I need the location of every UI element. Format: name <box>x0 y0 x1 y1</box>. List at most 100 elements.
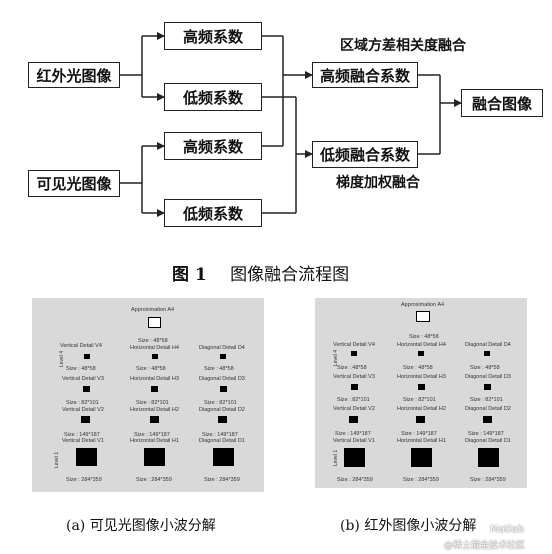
horizontal-title-3: Horizontal Detail H3 <box>397 374 446 380</box>
vertical-title-3: Vertical Detail V3 <box>333 374 375 380</box>
size-label-2a: Size : 149*187 <box>335 431 371 437</box>
vertical-title-2: Vertical Detail V2 <box>333 406 375 412</box>
size-label-1b: Size : 284*359 <box>403 477 439 483</box>
fused-image-box: 融合图像 <box>461 89 543 117</box>
vertical-image-1 <box>76 448 97 466</box>
vertical-image-4 <box>351 351 357 356</box>
high-fusion-rule-label: 区域方差相关度融合 <box>340 38 466 54</box>
size-label-1c: Size : 284*359 <box>204 477 240 483</box>
watermark-line2: @稀土掘金技术社区 <box>444 541 526 551</box>
horizontal-title-1: Horizontal Detail H1 <box>397 438 446 444</box>
figure-number: 图 1 <box>172 265 207 285</box>
diagonal-image-2 <box>483 416 492 423</box>
diagonal-image-3 <box>220 386 227 392</box>
diagonal-image-1 <box>213 448 234 466</box>
approx-title: Approximation A4 <box>131 307 175 313</box>
horizontal-image-1 <box>144 448 165 466</box>
high-coef-box-ir: 高频系数 <box>164 22 262 50</box>
vertical-title-3: Vertical Detail V3 <box>62 376 104 382</box>
diagonal-image-4 <box>484 351 490 356</box>
size-label-2b: Size : 149*187 <box>134 432 170 438</box>
approx-image <box>416 311 430 322</box>
level-label-1: Level 1 <box>333 449 339 466</box>
level-label-4: Level 4 <box>59 350 65 367</box>
subcaption-b: (b) 红外图像小波分解 <box>340 518 477 534</box>
horizontal-title-2: Horizontal Detail H2 <box>397 406 446 412</box>
watermark-line1: Matlab <box>490 524 524 535</box>
size-label-1b: Size : 284*359 <box>136 477 172 483</box>
size-label-4a: Size : 48*58 <box>66 366 96 372</box>
vertical-image-2 <box>81 416 90 423</box>
low-coef-box-ir: 低频系数 <box>164 83 262 111</box>
diagonal-title-1: Diagonal Detail D1 <box>199 438 245 444</box>
figure-title: 图像融合流程图 <box>230 265 350 285</box>
horizontal-image-3 <box>418 384 425 390</box>
low-coef-box-vis: 低频系数 <box>164 199 262 227</box>
diagonal-title-2: Diagonal Detail D2 <box>465 406 511 412</box>
diagonal-image-2 <box>218 416 227 423</box>
size-label-4b: Size : 48*58 <box>136 366 166 372</box>
diagonal-image-4 <box>220 354 226 359</box>
vertical-image-3 <box>83 386 90 392</box>
size-label-1a: Size : 284*359 <box>66 477 102 483</box>
size-label-2c: Size : 149*187 <box>202 432 238 438</box>
horizontal-title-4: Horizontal Detail H4 <box>130 345 179 351</box>
vertical-image-4 <box>84 354 90 359</box>
size-label-3c: Size : 82*101 <box>470 397 503 403</box>
size-label-2a: Size : 149*187 <box>64 432 100 438</box>
size-label-4c: Size : 48*58 <box>470 365 500 371</box>
vertical-image-3 <box>351 384 358 390</box>
size-label-4a: Size : 48*58 <box>337 365 367 371</box>
approx-image <box>148 317 161 328</box>
wavelet-panel-visible: Approximation A4 Size : 48*58 Vertical D… <box>32 298 264 492</box>
figure-caption: 图 1 图像融合流程图 <box>172 260 349 285</box>
vertical-title-4: Vertical Detail V4 <box>333 342 375 348</box>
horizontal-image-3 <box>151 386 158 392</box>
wavelet-panel-infrared: Approximation A4 Size : 48*58 Vertical D… <box>315 298 527 488</box>
vertical-title-4: Vertical Detail V4 <box>60 343 102 349</box>
horizontal-image-2 <box>416 416 425 423</box>
size-label-2b: Size : 149*187 <box>401 431 437 437</box>
size-label-4b: Size : 48*58 <box>403 365 433 371</box>
vertical-image-1 <box>344 448 365 467</box>
diagonal-title-2: Diagonal Detail D2 <box>199 407 245 413</box>
subcaption-a: (a) 可见光图像小波分解 <box>66 518 216 534</box>
size-label-3c: Size : 82*101 <box>204 400 237 406</box>
diagonal-title-4: Diagonal Detail D4 <box>199 345 245 351</box>
horizontal-title-4: Horizontal Detail H4 <box>397 342 446 348</box>
low-fusion-box: 低频融合系数 <box>312 141 418 168</box>
high-coef-box-vis: 高频系数 <box>164 132 262 160</box>
diagonal-title-3: Diagonal Detail D3 <box>465 374 511 380</box>
approx-title: Approximation A4 <box>401 302 445 308</box>
diagonal-title-4: Diagonal Detail D4 <box>465 342 511 348</box>
size-label-4c: Size : 48*58 <box>204 366 234 372</box>
approx-size: Size : 48*58 <box>138 338 168 344</box>
size-label-1a: Size : 284*359 <box>337 477 373 483</box>
size-label-3a: Size : 82*101 <box>66 400 99 406</box>
size-label-3b: Size : 82*101 <box>136 400 169 406</box>
flowchart-connectors <box>120 32 462 217</box>
size-label-3a: Size : 82*101 <box>337 397 370 403</box>
level-label-4: Level 4 <box>333 349 339 366</box>
visible-input-box: 可见光图像 <box>28 170 120 197</box>
diagonal-image-1 <box>478 448 499 467</box>
horizontal-image-4 <box>152 354 158 359</box>
diagonal-image-3 <box>484 384 491 390</box>
horizontal-title-2: Horizontal Detail H2 <box>130 407 179 413</box>
size-label-2c: Size : 149*187 <box>468 431 504 437</box>
vertical-title-1: Vertical Detail V1 <box>62 438 104 444</box>
vertical-image-2 <box>349 416 358 423</box>
diagonal-title-1: Diagonal Detail D1 <box>465 438 511 444</box>
ir-input-box: 红外光图像 <box>28 62 120 88</box>
level-label-1: Level 1 <box>54 451 60 468</box>
horizontal-title-3: Horizontal Detail H3 <box>130 376 179 382</box>
size-label-3b: Size : 82*101 <box>403 397 436 403</box>
horizontal-image-4 <box>418 351 424 356</box>
vertical-title-2: Vertical Detail V2 <box>62 407 104 413</box>
size-label-1c: Size : 284*359 <box>470 477 506 483</box>
horizontal-image-1 <box>411 448 432 467</box>
vertical-title-1: Vertical Detail V1 <box>333 438 375 444</box>
diagonal-title-3: Diagonal Detail D3 <box>199 376 245 382</box>
low-fusion-rule-label: 梯度加权融合 <box>336 175 420 191</box>
approx-size: Size : 48*58 <box>409 334 439 340</box>
